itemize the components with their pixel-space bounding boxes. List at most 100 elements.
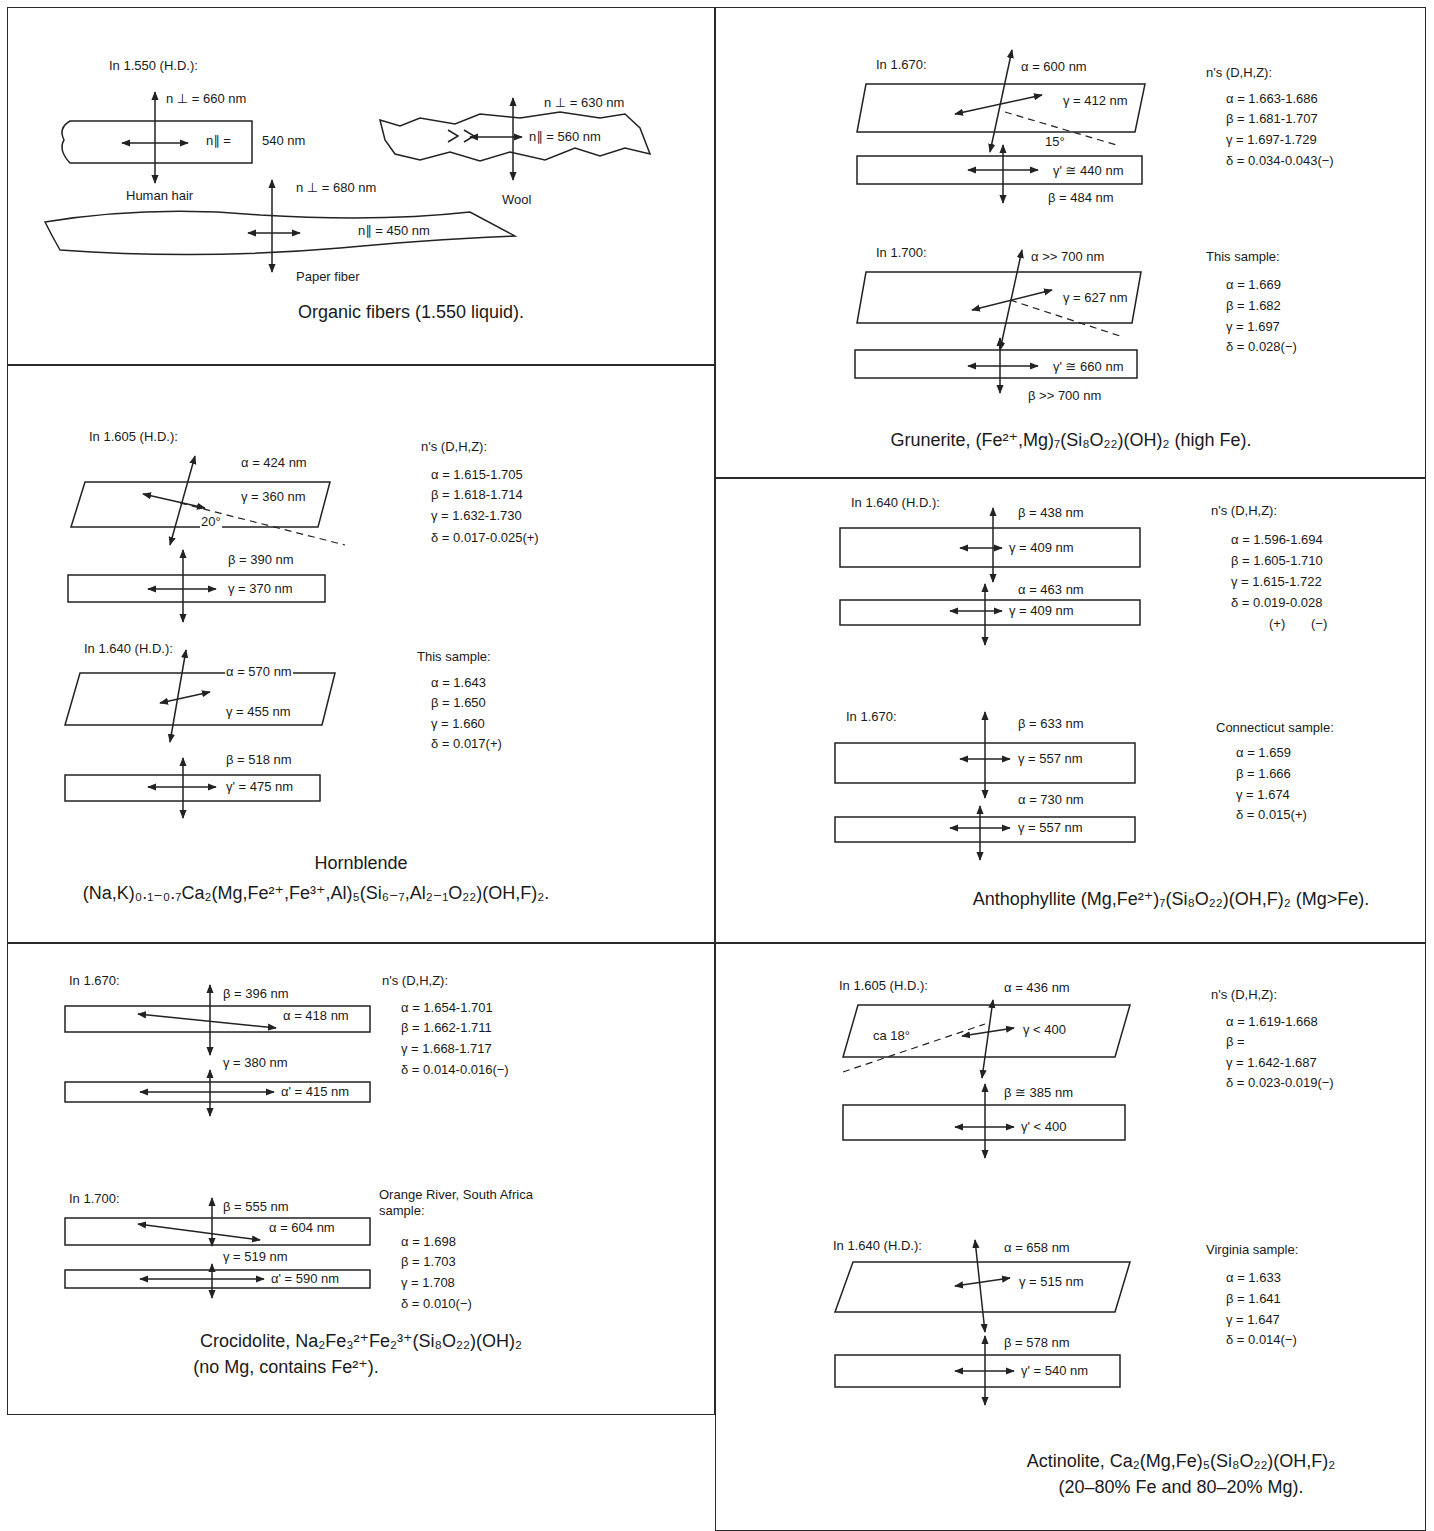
crystal-fragment	[857, 84, 1145, 132]
optical-label: In 1.640 (H.D.):	[850, 495, 941, 511]
optical-label: β = 1.605-1.710	[1230, 553, 1324, 569]
optical-label: n ⊥ = 680 nm	[295, 180, 377, 196]
optical-label: γ = 519 nm	[222, 1249, 289, 1265]
optical-label: γ = 380 nm	[222, 1055, 289, 1071]
double-arrow	[211, 1198, 213, 1246]
optical-label: β = 1.662-1.711	[400, 1020, 493, 1036]
optical-label: γ' = 540 nm	[1020, 1363, 1089, 1379]
crystal-fragment	[840, 600, 1140, 625]
double-arrow	[972, 290, 1052, 310]
optical-label: n's (D,H,Z):	[1210, 503, 1278, 519]
optical-label: γ = 370 nm	[227, 581, 294, 597]
optical-label: β =	[1225, 1034, 1246, 1050]
crystal-fragment	[68, 575, 325, 602]
optical-label: α' = 590 nm	[270, 1271, 340, 1287]
mineral-panel: Crocidolite, Na₂Fe₃²⁺Fe₂³⁺(Si₈O₂₂)(OH)₂(…	[7, 943, 715, 1415]
optical-label: Human hair	[125, 188, 194, 204]
panel-caption: Actinolite, Ca₂(Mg,Fe)₅(Si₈O₂₂)(OH,F)₂	[1027, 1450, 1336, 1472]
double-arrow	[209, 1070, 211, 1116]
crystal-fragment	[65, 1006, 370, 1032]
optical-label: In 1.605 (H.D.):	[88, 429, 179, 445]
crystal-fragment	[857, 156, 1142, 184]
optical-label: β = 396 nm	[222, 986, 290, 1002]
double-arrow	[982, 1000, 993, 1078]
optical-label: β = 1.618-1.714	[430, 487, 524, 503]
optical-label: β ≅ 385 nm	[1003, 1085, 1074, 1101]
optical-label: n's (D,H,Z):	[381, 973, 449, 989]
optical-label: n's (D,H,Z):	[1205, 65, 1273, 81]
panel-caption: Grunerite, (Fe²⁺,Mg)₇(Si₈O₂₂)(OH)₂ (high…	[890, 429, 1251, 451]
optical-label: α = 600 nm	[1020, 59, 1088, 75]
optical-label: α = 658 nm	[1003, 1240, 1071, 1256]
optical-label: 15°	[1044, 134, 1066, 150]
optical-label: Virginia sample:	[1205, 1242, 1299, 1258]
optical-label: δ = 0.019-0.028	[1230, 595, 1323, 611]
double-arrow	[182, 758, 184, 818]
optical-label: α = 570 nm	[225, 664, 293, 680]
double-arrow	[470, 136, 522, 138]
optical-label: α = 1.619-1.668	[1225, 1014, 1319, 1030]
optical-label: α' = 415 nm	[280, 1084, 350, 1100]
double-arrow	[143, 494, 205, 508]
optical-label: β = 438 nm	[1017, 505, 1085, 521]
double-arrow	[990, 50, 1012, 152]
optical-label: α = 1.663-1.686	[1225, 91, 1319, 107]
double-arrow	[170, 650, 186, 742]
optical-label: α = 418 nm	[282, 1008, 350, 1024]
optical-label: δ = 0.015(+)	[1235, 807, 1308, 823]
optical-label: γ = 1.632-1.730	[430, 508, 523, 524]
optical-label: β = 633 nm	[1017, 716, 1085, 732]
optical-label: α = 1.596-1.694	[1230, 532, 1324, 548]
optical-label: γ = 1.697	[1225, 319, 1281, 335]
optical-label: γ' < 400	[1020, 1119, 1068, 1135]
optical-label: In 1.605 (H.D.):	[838, 978, 929, 994]
double-arrow	[960, 547, 1002, 549]
optical-label: α = 1.615-1.705	[430, 467, 524, 483]
double-arrow	[122, 142, 188, 144]
optical-label: In 1.700:	[68, 1191, 121, 1207]
double-arrow	[955, 95, 1042, 114]
double-arrow	[955, 1278, 1010, 1286]
double-arrow	[950, 827, 1010, 829]
optical-label: β = 518 nm	[225, 752, 293, 768]
crystal-fragment	[835, 1355, 1120, 1387]
optical-label: In 1.700:	[875, 245, 928, 261]
panel-caption: Anthophyllite (Mg,Fe²⁺)₇(Si₈O₂₂)(OH,F)₂ …	[973, 888, 1370, 910]
optical-label: Orange River, South Africa sample:	[378, 1187, 555, 1219]
optical-label: γ' ≅ 660 nm	[1052, 359, 1124, 375]
optical-label: β = 1.641	[1225, 1291, 1282, 1307]
optical-label: n's (D,H,Z):	[420, 439, 488, 455]
optical-label: γ = 627 nm	[1062, 290, 1129, 306]
optical-label: α = 1.698	[400, 1234, 457, 1250]
optical-label: γ = 1.615-1.722	[1230, 574, 1323, 590]
optical-label: δ = 0.028(−)	[1225, 339, 1298, 355]
paper-fiber	[45, 211, 515, 254]
optical-label: γ = 409 nm	[1008, 540, 1075, 556]
optical-label: n∥ =	[205, 133, 232, 149]
optical-label: Connecticut sample:	[1215, 720, 1335, 736]
optical-label: γ = 1.647	[1225, 1312, 1281, 1328]
optical-label: δ = 0.014-0.016(−)	[400, 1062, 510, 1078]
crystal-fragment	[65, 775, 320, 801]
optical-label: γ = 1.668-1.717	[400, 1041, 493, 1057]
optical-label: α = 730 nm	[1017, 792, 1085, 808]
optical-label: This sample:	[416, 649, 492, 665]
double-arrow	[984, 1084, 986, 1158]
double-arrow	[512, 98, 514, 180]
double-arrow	[271, 180, 273, 272]
double-arrow	[955, 1370, 1014, 1372]
optical-label: β = 1.681-1.707	[1225, 111, 1319, 127]
optical-label: α = 604 nm	[268, 1220, 336, 1236]
double-arrow	[962, 1028, 1014, 1036]
optical-label: n∥ = 560 nm	[528, 129, 602, 145]
panel-caption: Hornblende	[314, 852, 407, 874]
wool-scale	[448, 130, 474, 142]
optical-label: α = 1.669	[1225, 277, 1282, 293]
optical-label: β = 1.703	[400, 1254, 457, 1270]
optical-label: α = 424 nm	[240, 455, 308, 471]
optical-label: γ = 1.642-1.687	[1225, 1055, 1318, 1071]
optical-label: γ = 412 nm	[1062, 93, 1129, 109]
double-arrow	[979, 806, 981, 860]
mineral-panel: Grunerite, (Fe²⁺,Mg)₇(Si₈O₂₂)(OH)₂ (high…	[715, 7, 1426, 478]
optical-label: γ = 1.697-1.729	[1225, 132, 1318, 148]
